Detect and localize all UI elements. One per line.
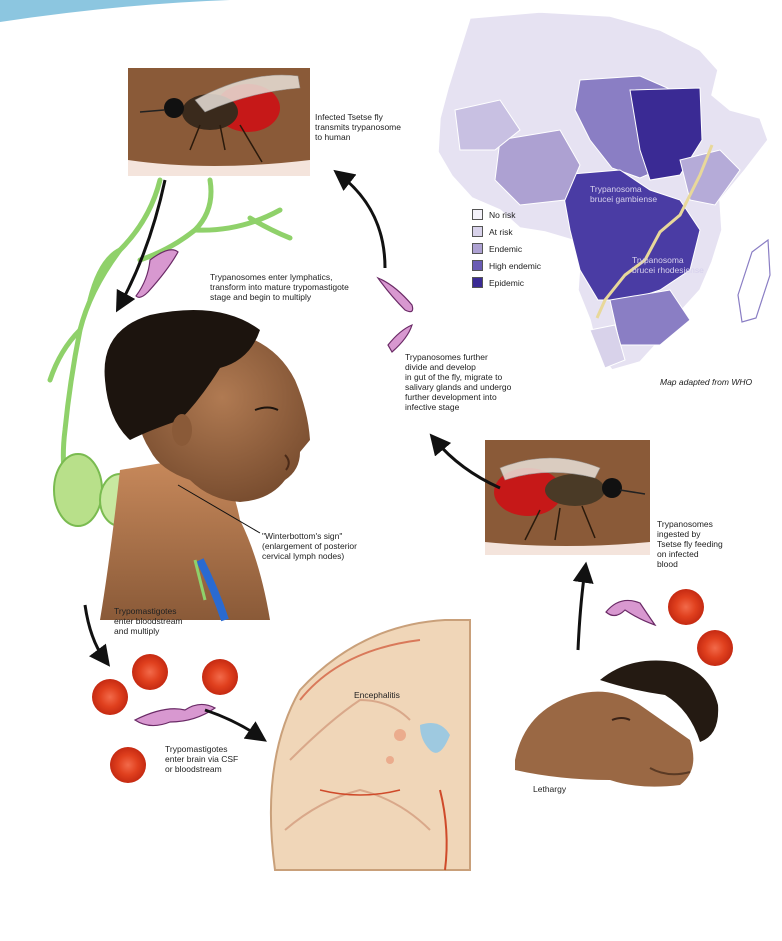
- legend-row-endemic: Endemic: [472, 240, 541, 257]
- red-blood-cell: [668, 589, 704, 625]
- label-rhodesiense: Trypanosoma brucei rhodesiense: [632, 255, 704, 275]
- map-legend: No risk At risk Endemic High endemic Epi…: [472, 206, 541, 291]
- red-blood-cell: [92, 679, 128, 715]
- legend-swatch: [472, 226, 483, 237]
- legend-label: High endemic: [489, 261, 541, 271]
- label-bloodstream: Trypomastigotes enter bloodstream and mu…: [114, 606, 183, 636]
- legend-swatch: [472, 260, 483, 271]
- legend-swatch: [472, 209, 483, 220]
- legend-label: No risk: [489, 210, 515, 220]
- woman-illustration: [100, 310, 310, 620]
- trypanosome: [378, 278, 413, 312]
- red-blood-cell: [697, 630, 733, 666]
- legend-label: Epidemic: [489, 278, 524, 288]
- label-brain-entry: Trypomastigotes enter brain via CSF or b…: [165, 744, 238, 774]
- label-encephalitis: Encephalitis: [354, 690, 400, 700]
- tsetse-fly-top: [128, 68, 310, 176]
- arrow-to-fly-top: [340, 175, 385, 268]
- legend-label: At risk: [489, 227, 513, 237]
- legend-row-no-risk: No risk: [472, 206, 541, 223]
- red-blood-cell: [110, 747, 146, 783]
- label-winterbottom: "Winterbottom's sign" (enlargement of po…: [262, 531, 357, 561]
- label-lymphatics: Trypanosomes enter lymphatics, transform…: [210, 272, 349, 302]
- label-fly-transmits: Infected Tsetse fly transmits trypanosom…: [315, 112, 401, 142]
- sleeping-child: [515, 660, 718, 786]
- label-fly-gut: Trypanosomes further divide and develop …: [405, 352, 511, 412]
- label-gambiense: Trypanosoma brucei gambiense: [590, 184, 657, 204]
- label-map-credit: Map adapted from WHO: [660, 377, 752, 387]
- legend-swatch: [472, 277, 483, 288]
- corner-swoosh: [0, 0, 230, 22]
- arrow-to-fly-bottom: [578, 570, 585, 650]
- trypanosome: [606, 600, 655, 625]
- legend-swatch: [472, 243, 483, 254]
- legend-label: Endemic: [489, 244, 522, 254]
- arrow-to-brain: [205, 710, 260, 737]
- brain-section: [271, 620, 470, 870]
- legend-row-epidemic: Epidemic: [472, 274, 541, 291]
- legend-row-at-risk: At risk: [472, 223, 541, 240]
- red-blood-cell: [132, 654, 168, 690]
- trypanosome: [135, 704, 215, 725]
- tsetse-fly-bottom: [485, 440, 650, 555]
- legend-row-high-endemic: High endemic: [472, 257, 541, 274]
- label-lethargy: Lethargy: [533, 784, 566, 794]
- red-blood-cell: [202, 659, 238, 695]
- label-ingested: Trypanosomes ingested by Tsetse fly feed…: [657, 519, 723, 569]
- trypanosome: [388, 325, 412, 352]
